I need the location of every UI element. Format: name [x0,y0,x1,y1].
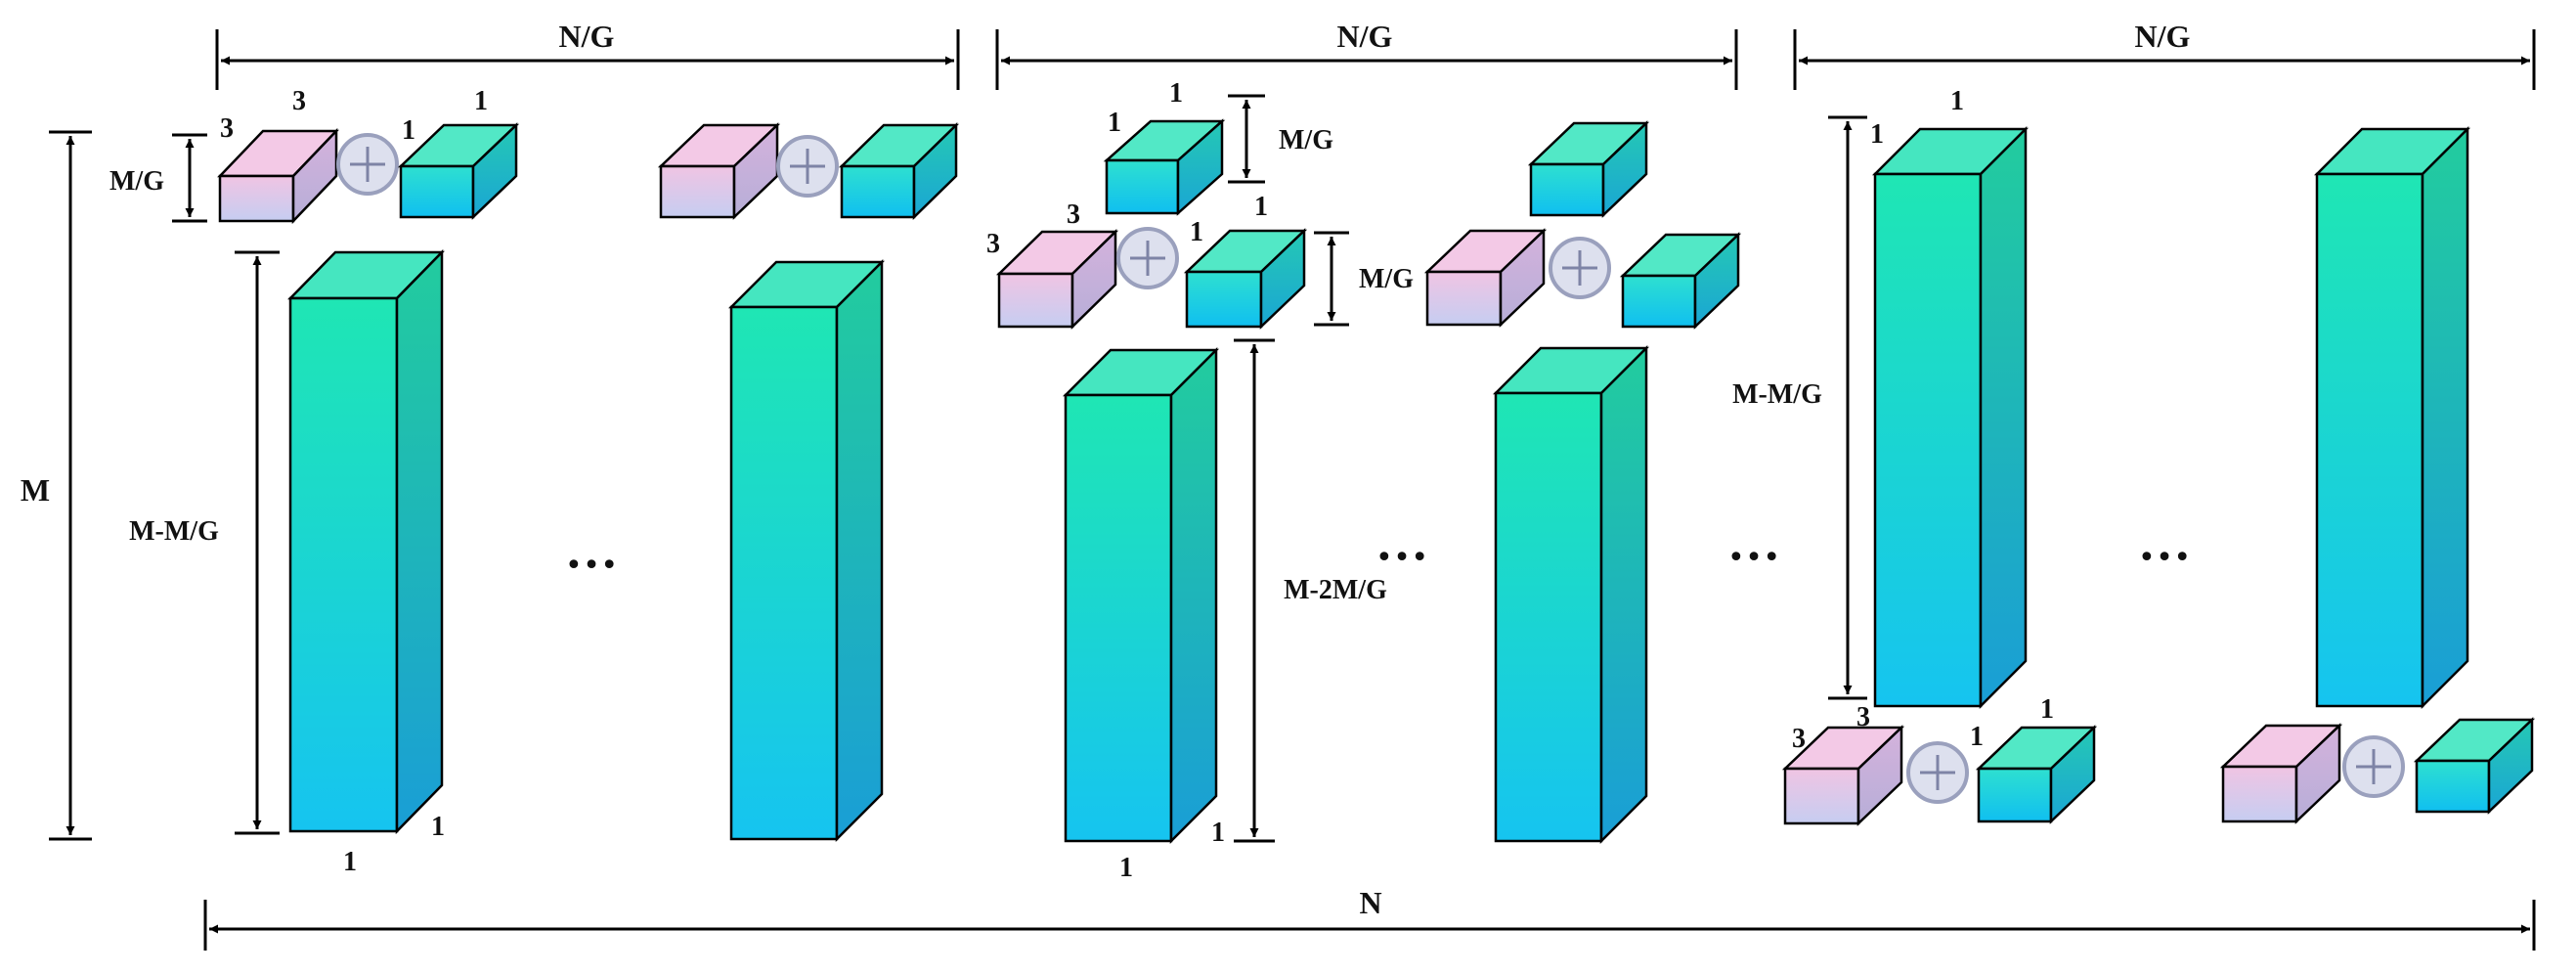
kernel3x3-block [1423,228,1548,328]
kernel3x3-block [2219,723,2343,824]
kernel1x1-block [1975,725,2098,824]
block-height-label: M/G [1359,264,1414,294]
total-height-dimension: M [21,130,92,841]
filter-column [1062,346,1220,845]
block-height-dimension: M/G [1228,94,1333,184]
ellipsis: … [565,520,618,579]
total-width-dimension: N [203,885,2536,951]
kernel-size-label: 3 [1856,702,1870,732]
total-height-label: M [21,472,50,508]
kernel-size-label: 1 [402,115,415,146]
filter-column [2313,125,2471,710]
kernel-size-label: 1 [1254,192,1268,222]
kernel-size-label: 3 [1792,724,1806,754]
column-width-label: 1 [1119,853,1133,883]
kernel3x3-block [995,229,1119,330]
kernel1x1-block [1619,232,1742,330]
kernel-size-label: 3 [220,113,234,144]
kernel-size-label: 3 [292,86,306,116]
column-width-label: 1 [343,847,357,877]
kernel-size-label: 1 [1970,722,1984,752]
rest-height-dimension: M-M/G [1732,115,1867,700]
filter-column [1871,125,2030,710]
kernel1x1-block [1527,120,1650,218]
plus-sign [790,149,825,184]
total-width-label: N [1359,885,1381,920]
rest-height-label: M-M/G [1732,379,1822,410]
kernel-size-label: 1 [2040,694,2054,725]
ellipsis: … [2138,512,2191,571]
kernel1x1-block [838,122,960,220]
kernel3x3-block [657,122,781,220]
ellipsis: … [1727,512,1780,571]
filter-column [727,258,886,843]
kernel-size-label: 1 [1108,108,1121,138]
kernel-size-label: 1 [474,86,488,116]
kernel-size-label: 1 [1169,78,1183,109]
kernel3x3-block [1781,725,1905,826]
group2-width-dimension: N/G [995,19,1738,90]
column-depth-label: 1 [431,812,445,842]
kernel-size-label: 1 [1950,86,1964,116]
kernel-size-label: 3 [986,229,1000,259]
filter-column [287,248,445,835]
kernel1x1-block [1183,228,1308,330]
group2-width-label: N/G [1337,19,1393,54]
plus-sign [350,147,385,182]
block-height-label: M/G [109,166,164,197]
group3-width-label: N/G [2135,19,2191,54]
column-depth-label: 1 [1211,818,1225,848]
rest-height-dimension: M-M/G [129,250,280,835]
kernel-size-label: 1 [1870,119,1884,150]
filter-column [1492,344,1650,845]
kernel1x1-block [1103,118,1226,216]
rest-height-label: M-2M/G [1284,575,1387,605]
ellipsis: … [1375,512,1428,571]
plus-sign [1130,241,1165,276]
plus-sign [2356,749,2391,784]
kernel-size-label: 3 [1067,199,1080,230]
kernel-size-label: 1 [1190,217,1203,247]
plus-sign [1920,755,1955,790]
kernel1x1-block [2413,717,2536,815]
kernel3x3-block [217,127,339,225]
rest-height-label: M-M/G [129,516,219,547]
kernel1x1-block [397,122,520,220]
rest-height-dimension: M-2M/G [1234,338,1387,843]
block-height-label: M/G [1279,125,1333,155]
group1-width-dimension: N/G [215,19,960,90]
block-height-dimension: M/G [109,133,207,223]
plus-sign [1562,250,1597,286]
group3-width-dimension: N/G [1793,19,2536,90]
group1-width-label: N/G [559,19,615,54]
block-height-dimension: M/G [1314,231,1414,327]
